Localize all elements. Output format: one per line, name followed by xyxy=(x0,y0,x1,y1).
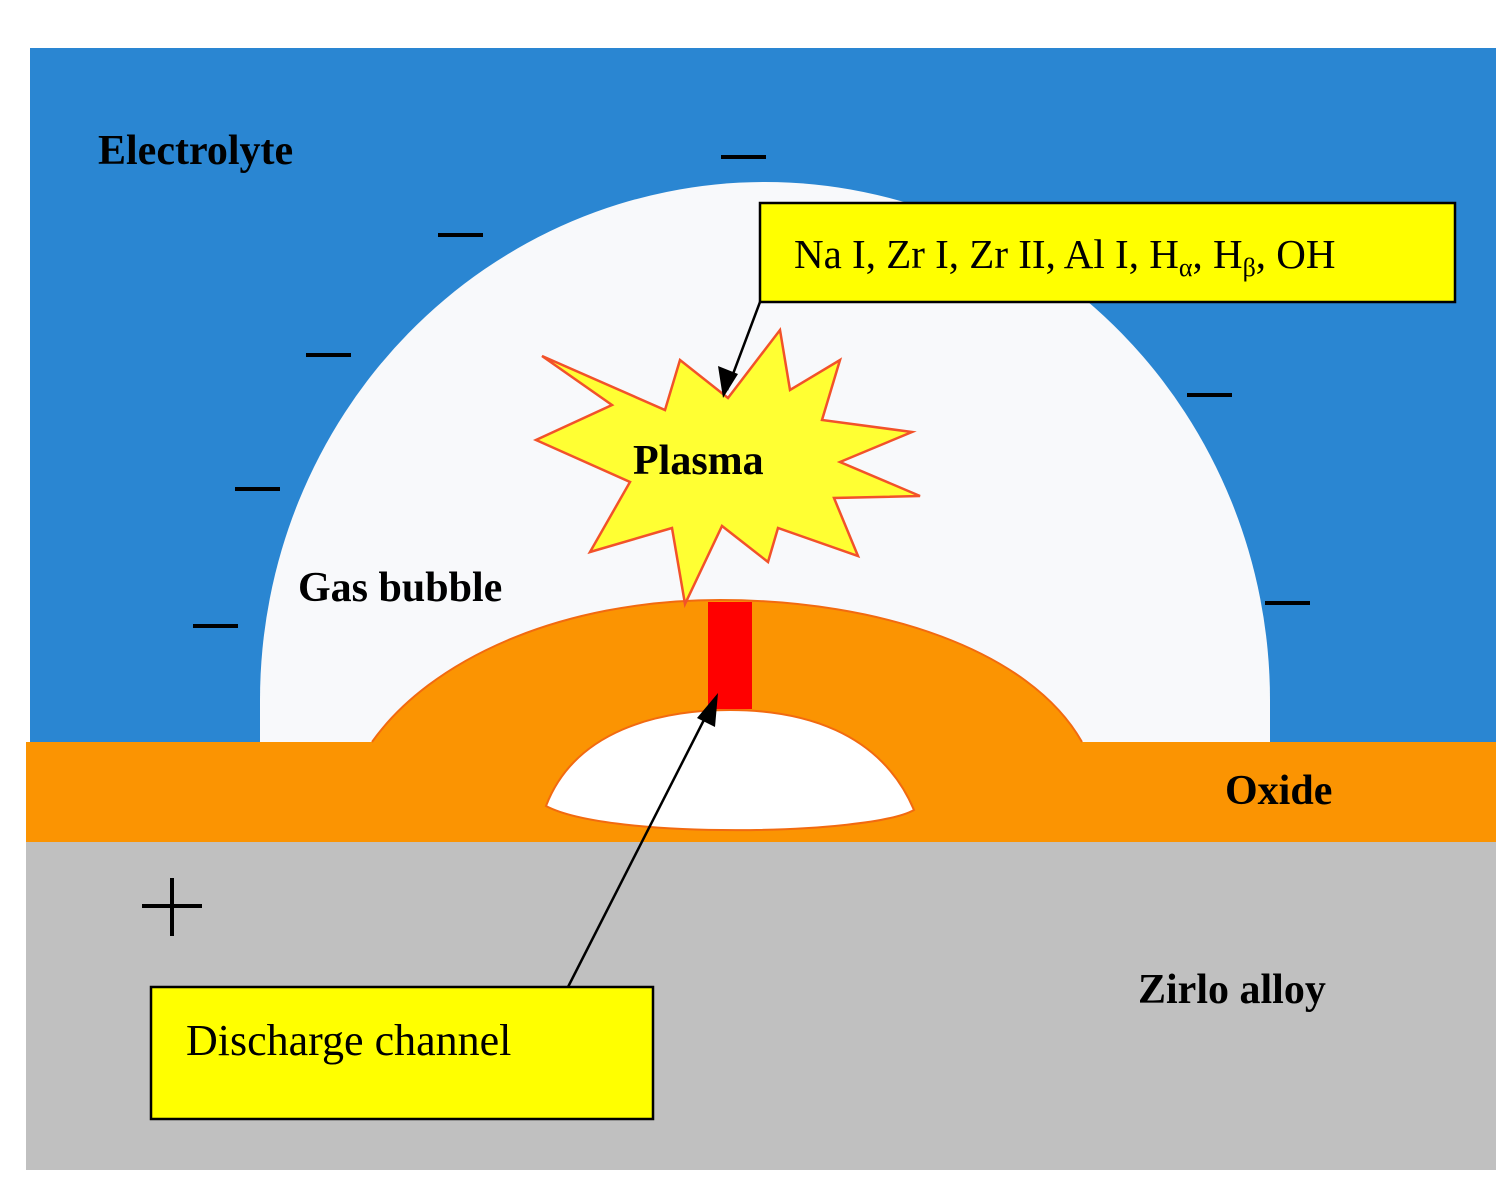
channel-box xyxy=(149,985,655,1121)
species-sub-alpha: α xyxy=(1179,253,1193,282)
species-arrowhead xyxy=(718,366,738,398)
negative-charges xyxy=(193,155,1310,628)
species-sub-beta: β xyxy=(1243,253,1256,282)
label-oxide: Oxide xyxy=(1225,768,1332,814)
label-electrolyte: Electrolyte xyxy=(98,128,293,174)
positive-charge xyxy=(142,878,202,936)
channel-arrowhead xyxy=(697,693,718,727)
channel-box-text: Discharge channel xyxy=(186,1016,511,1065)
label-gas-bubble: Gas bubble xyxy=(298,565,502,611)
species-box xyxy=(758,201,1457,304)
oxide-cavity xyxy=(544,708,916,832)
label-plasma: Plasma xyxy=(633,438,764,484)
species-sep-2: , OH xyxy=(1256,231,1336,277)
oxide-arch-edge xyxy=(371,598,1083,743)
species-list: Na I, Zr I, Zr II, Al I, H xyxy=(794,231,1179,277)
channel-arrow xyxy=(566,711,710,988)
species-text: Na I, Zr I, Zr II, Al I, Hα, Hβ, OH xyxy=(794,231,1336,282)
discharge-channel xyxy=(708,602,752,709)
label-alloy: Zirlo alloy xyxy=(1138,967,1326,1013)
species-sep-1: , H xyxy=(1192,231,1242,277)
plasma-burst xyxy=(532,326,921,609)
